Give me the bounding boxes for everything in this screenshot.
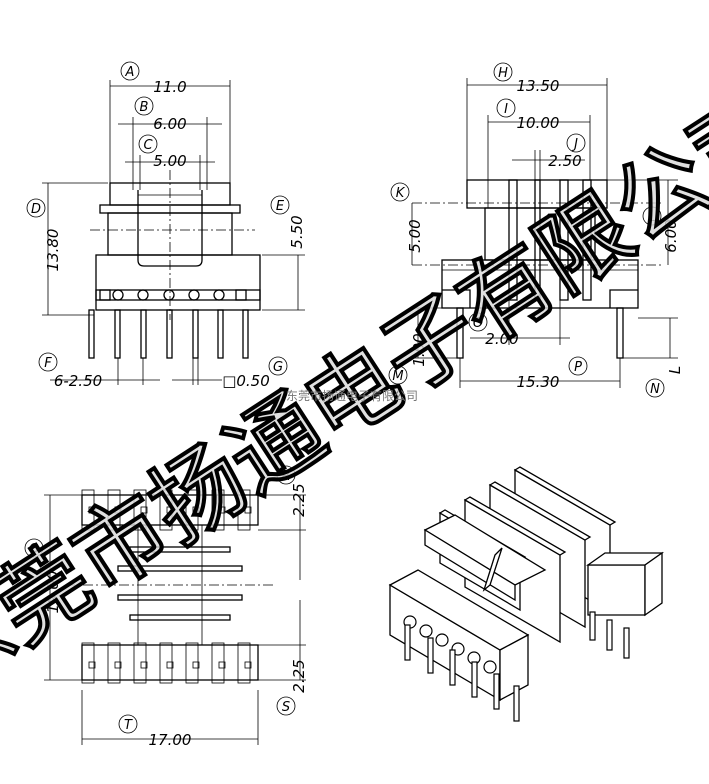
dim-O: 2.00 <box>485 330 518 348</box>
side-view: H 13.50 I 10.00 J 2.50 K 5.00 L 6.00 M 1… <box>388 62 684 398</box>
watermark: 东莞市扬通电子有限公司 东莞市扬通电子有限公司 <box>0 73 709 715</box>
front-pins <box>88 309 249 359</box>
label-I: I <box>504 102 508 117</box>
label-N: N <box>650 382 660 397</box>
label-M: M <box>392 369 403 384</box>
dim-A: 11.0 <box>153 78 186 96</box>
dim-H: 13.50 <box>517 77 560 95</box>
dim-E: 5.50 <box>288 215 306 248</box>
bottom-view: Q 19.00 R 2.25 S 2.25 T 17.00 <box>24 465 308 749</box>
label-L: L <box>648 210 655 225</box>
dim-M: 1.00 <box>410 333 428 366</box>
dim-J: 2.50 <box>548 152 581 170</box>
dim-S: 2.25 <box>290 659 308 692</box>
label-S: S <box>282 700 290 715</box>
label-C: C <box>143 138 153 153</box>
dim-D: 13.80 <box>44 229 62 272</box>
label-O: O <box>473 316 483 331</box>
label-A: A <box>125 65 135 80</box>
label-K: K <box>396 186 406 201</box>
label-G: G <box>273 360 283 375</box>
dim-K: 5.00 <box>406 219 424 252</box>
label-F: F <box>44 356 52 371</box>
dim-C: 5.00 <box>153 152 186 170</box>
label-B: B <box>140 100 149 115</box>
label-P: P <box>574 360 582 375</box>
label-H: H <box>498 66 508 81</box>
dim-T: 17.00 <box>149 731 192 749</box>
label-R: R <box>281 469 290 484</box>
isometric-view <box>388 466 665 702</box>
label-Q: Q <box>29 542 39 557</box>
dim-I: 10.00 <box>517 114 560 132</box>
dim-Q: 19.00 <box>44 571 62 614</box>
front-pin-holes <box>99 289 247 301</box>
label-D: D <box>31 202 41 217</box>
isometric-pins <box>403 611 630 722</box>
dim-R: 2.25 <box>290 483 308 516</box>
dim-F: 6-2.50 <box>54 372 102 390</box>
label-J: J <box>571 137 578 152</box>
dim-P: 15.30 <box>517 373 560 391</box>
dim-N: L <box>666 366 684 374</box>
watermark-small-text: 东莞市扬通电子有限公司 <box>286 388 418 403</box>
dim-L: 6.00 <box>662 219 680 252</box>
dim-G: □0.50 <box>222 372 270 390</box>
front-view: A 11.0 B 6.00 C 5.00 D 13.80 E 5.50 <box>26 61 306 390</box>
label-E: E <box>276 199 285 214</box>
dim-B: 6.00 <box>153 115 186 133</box>
label-T: T <box>124 718 133 733</box>
bottom-pin-grid <box>81 489 252 684</box>
